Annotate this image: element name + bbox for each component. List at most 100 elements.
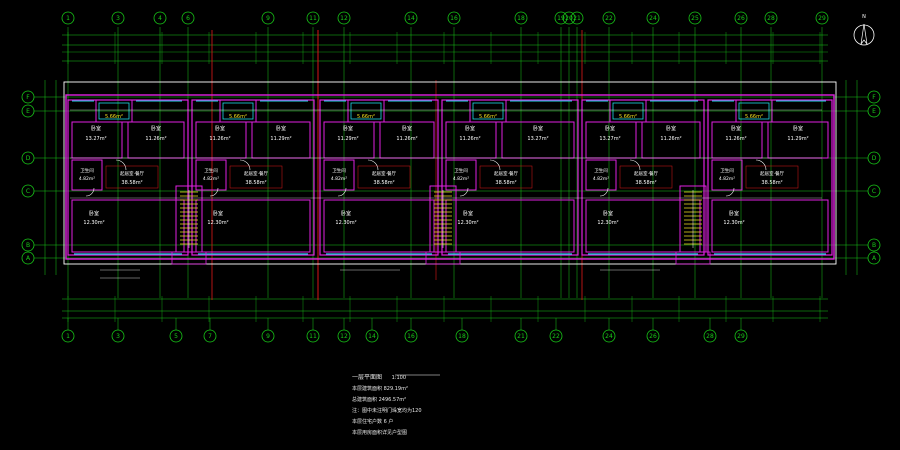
bedroom-wall [323, 199, 435, 253]
door-swing [209, 187, 219, 197]
room-name-label: 卧室 [731, 125, 741, 132]
room-area-label: 11.26m² [209, 136, 230, 142]
bathroom-wall [711, 159, 743, 191]
note-line: 注：图中未注明门垛宽均为120 [352, 408, 422, 414]
kitchen-outline [222, 102, 254, 120]
bathroom-wall [585, 159, 617, 191]
axis-bubble [867, 151, 881, 165]
room-area-label: 11.26m² [459, 136, 480, 142]
room-area-label: 38.58m² [635, 180, 656, 186]
axis-bubble [337, 11, 351, 25]
axis-label: E [26, 108, 30, 115]
kitchen-outline [738, 102, 770, 120]
room-area-label: 12.30m² [597, 220, 618, 226]
axis-label: 14 [407, 15, 415, 22]
kitchen-outline [472, 102, 504, 120]
north-arrow-icon [860, 23, 868, 45]
axis-bubble [646, 329, 660, 343]
room-name-label: 卧室 [341, 210, 351, 217]
room-name-label: 卫生间 [454, 167, 468, 174]
axis-bubble [703, 329, 717, 343]
axis-label: 26 [649, 333, 657, 340]
axis-bubble [404, 329, 418, 343]
axis-bubble [514, 11, 528, 25]
axis-bubble [514, 329, 528, 343]
room-area-label: 4.82m² [453, 176, 469, 182]
room-name-label: 卫生间 [594, 167, 608, 174]
axis-bubble [21, 251, 35, 265]
room-name-label: 起居室·餐厅 [760, 170, 784, 177]
axis-label: 29 [737, 333, 745, 340]
room-name-label: 卧室 [151, 125, 161, 132]
axis-label: B [26, 242, 30, 249]
door-swing [367, 159, 379, 171]
axis-label: 1 [66, 333, 70, 340]
living-label-box [745, 165, 799, 189]
axis-label: 14 [368, 333, 376, 340]
axis-bubble [734, 329, 748, 343]
axis-bubble [21, 104, 35, 118]
kitchen-outline [350, 102, 382, 120]
axis-bubble [867, 251, 881, 265]
axis-label: D [26, 155, 31, 162]
note-line: 本层建筑面积 829.19m² [352, 386, 408, 392]
axis-label: 22 [605, 15, 613, 22]
room-name-label: 卧室 [793, 125, 803, 132]
bedroom-wall [711, 199, 829, 253]
axis-bubble [734, 11, 748, 25]
room-area-label: 11.26m² [145, 136, 166, 142]
axis-label: A [872, 255, 877, 262]
axis-bubble [365, 329, 379, 343]
room-name-label: 卧室 [213, 210, 223, 217]
axis-label: 29 [818, 15, 826, 22]
axis-label: 19 [557, 15, 565, 22]
room-area-label: 11.29m² [270, 136, 291, 142]
axis-bubble [306, 11, 320, 25]
room-area-label: 11.29m² [787, 136, 808, 142]
kitchen-area-label: 5.66m² [105, 114, 123, 120]
axis-label: 21 [573, 15, 581, 22]
living-label-box [479, 165, 533, 189]
room-area-label: 4.82m² [203, 176, 219, 182]
door-swing [489, 159, 501, 171]
axis-bubble [21, 151, 35, 165]
room-area-label: 11.26m² [396, 136, 417, 142]
bathroom-wall [71, 159, 103, 191]
bedroom-wall [445, 199, 575, 253]
kitchen-area-label: 5.66m² [479, 114, 497, 120]
axis-label: 3 [116, 333, 120, 340]
axis-label: 16 [407, 333, 415, 340]
room-area-label: 12.30m² [723, 220, 744, 226]
bathroom-wall [195, 159, 227, 191]
axis-bubble [602, 329, 616, 343]
room-area-label: 12.30m² [83, 220, 104, 226]
drawing-notes: 一层平面图 1:100 本层建筑面积 829.19m² 总建筑面积 2496.5… [352, 372, 612, 439]
living-label-box [357, 165, 411, 189]
axis-bubble [203, 329, 217, 343]
axis-label: 22 [552, 333, 560, 340]
kitchen-outline [98, 102, 130, 120]
axis-label: 26 [737, 15, 745, 22]
door-swing [85, 187, 95, 197]
living-label-box [229, 165, 283, 189]
bathroom-wall [445, 159, 477, 191]
axis-label: C [26, 188, 30, 195]
axis-bubble [867, 104, 881, 118]
axis-bubble [261, 11, 275, 25]
kitchen-area-label: 5.66m² [357, 114, 375, 120]
door-swing [629, 159, 641, 171]
room-name-label: 卧室 [463, 210, 473, 217]
entrance-wall [675, 251, 711, 265]
room-area-label: 11.29m² [337, 136, 358, 142]
kitchen-area-label: 5.66m² [619, 114, 637, 120]
axis-label: 9 [266, 333, 270, 340]
axis-bubble [646, 11, 660, 25]
axis-bubble [21, 184, 35, 198]
axis-label: 18 [517, 15, 525, 22]
room-name-label: 卧室 [343, 125, 353, 132]
bedroom-wall [195, 199, 311, 253]
axis-label: 7 [208, 333, 212, 340]
axis-bubble [764, 11, 778, 25]
